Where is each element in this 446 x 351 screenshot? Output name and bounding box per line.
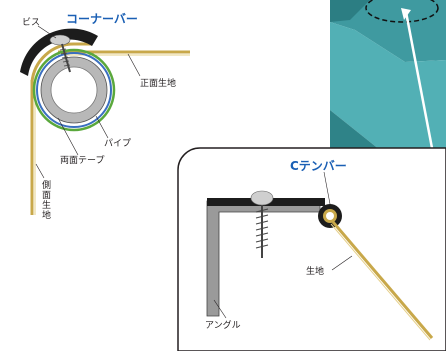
c-tenbar-diagram <box>206 171 434 341</box>
label-screw: ビス <box>22 18 41 28</box>
double-tape <box>32 48 116 132</box>
label-fabric: 生地 <box>306 267 325 277</box>
corner-bar <box>20 28 98 76</box>
title-c-tenbar: Cテンバー <box>290 159 347 173</box>
label-angle: アングル <box>205 321 241 331</box>
pointer-arrow <box>404 11 434 149</box>
label-front-fabric: 正面生地 <box>140 79 177 89</box>
label-pipe: パイプ <box>104 139 132 149</box>
label-double-tape: 両面テープ <box>60 156 105 166</box>
fabric <box>331 221 434 339</box>
label-side-fabric: 側面生地 <box>40 180 50 220</box>
corner-bar-diagram <box>20 25 190 215</box>
highlight-circle <box>365 0 439 23</box>
title-corner-bar: コーナーバー <box>66 12 138 26</box>
awning-photo <box>330 0 446 150</box>
screw-head <box>49 34 71 46</box>
screw <box>255 205 269 258</box>
screw <box>59 43 71 73</box>
